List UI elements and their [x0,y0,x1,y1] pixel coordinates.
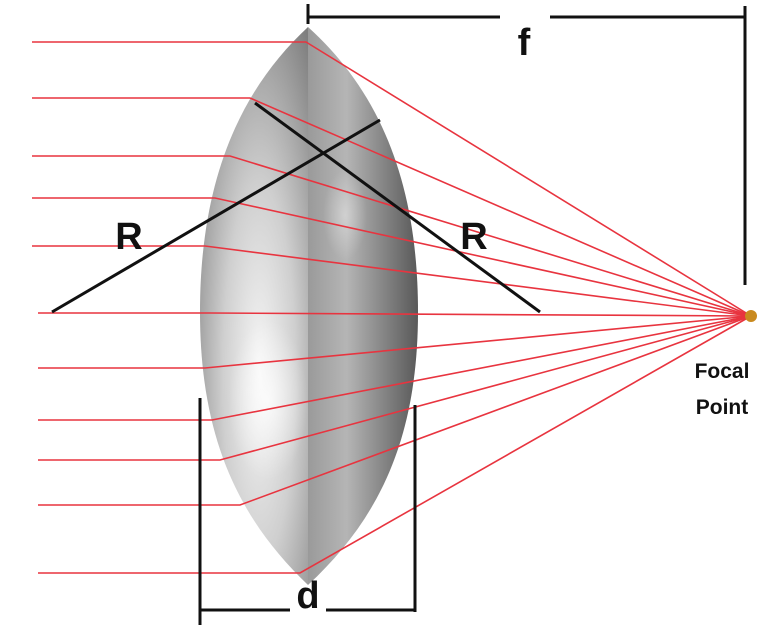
thickness-label: d [296,575,319,617]
light-ray-7 [38,315,752,369]
light-ray-2 [32,97,752,317]
radius-lines [51,101,541,314]
light-ray-9 [38,315,752,461]
light-ray-11 [38,315,752,574]
light-ray-6 [38,312,752,317]
focal-length-bracket [306,4,747,285]
radius-line-left [51,118,381,314]
light-ray-10 [38,315,752,506]
radius-label-right: R [460,216,487,258]
radius-label-left: R [115,216,142,258]
lens-highlight [228,320,308,480]
radius-line-right [254,101,541,314]
light-ray-3 [32,155,752,317]
focal-point-dot [745,310,757,322]
focal-point-label-line2: Point [696,396,749,419]
lens [200,27,418,585]
light-ray-8 [38,315,752,421]
lens-right-half [308,27,418,585]
focal-length-label: f [518,22,531,64]
light-ray-4 [32,197,752,317]
light-ray-5 [32,245,752,317]
thickness-bracket [198,398,417,625]
light-rays [32,41,752,574]
lens-highlight-upper [323,170,367,260]
lens-left-half [200,27,308,585]
focal-point-label-line1: Focal [695,360,750,383]
light-ray-1 [32,41,752,317]
